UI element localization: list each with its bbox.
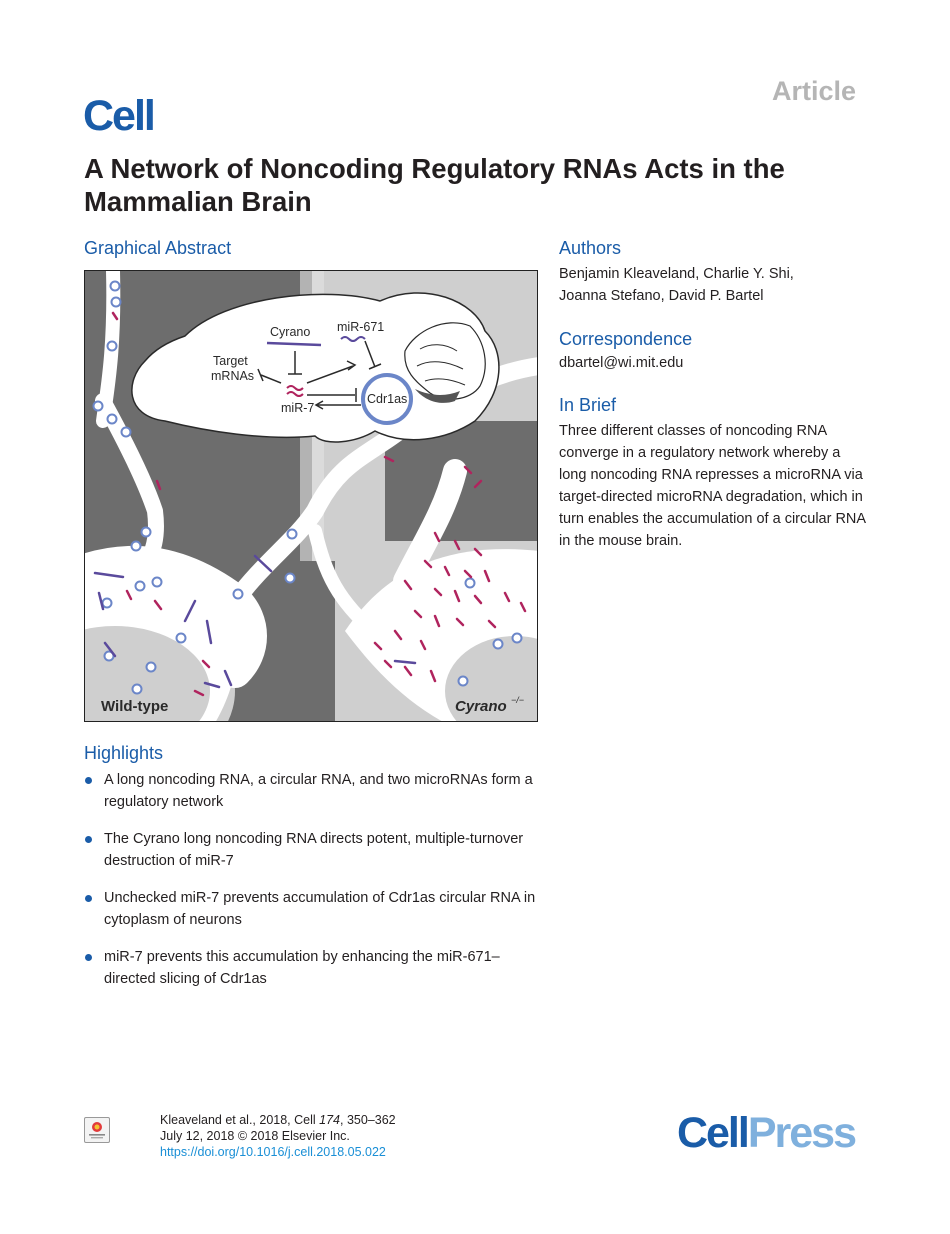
correspondence-heading: Correspondence bbox=[559, 329, 693, 349]
date-copyright-line: July 12, 2018 © 2018 Elsevier Inc. bbox=[160, 1129, 350, 1143]
highlights-heading: Highlights bbox=[84, 743, 164, 763]
citation-line: Kleaveland et al., 2018, Cell 174, 350–3… bbox=[160, 1113, 396, 1127]
target-label: Target bbox=[213, 354, 248, 368]
in-brief-heading: In Brief bbox=[559, 395, 617, 415]
cyrano-molecules bbox=[93, 554, 417, 689]
mir671-label: miR-671 bbox=[337, 320, 384, 334]
mir7-label: miR-7 bbox=[281, 401, 314, 415]
highlight-item: The Cyrano long noncoding RNA directs po… bbox=[84, 828, 544, 872]
knockout-label: Cyrano bbox=[455, 698, 507, 715]
brainstem-shade bbox=[415, 389, 460, 403]
gap-dark bbox=[265, 561, 335, 721]
highlight-item: A long noncoding RNA, a circular RNA, an… bbox=[84, 769, 544, 813]
highlight-item: miR-7 prevents this accumulation by enha… bbox=[84, 946, 544, 990]
bullet-icon bbox=[85, 777, 92, 784]
authors-line-2: Joanna Stefano, David P. Bartel bbox=[559, 288, 764, 304]
network-arrows bbox=[257, 340, 382, 410]
mir7-icon bbox=[286, 385, 304, 397]
cdr1as-molecules bbox=[92, 280, 523, 695]
bullet-icon bbox=[85, 954, 92, 961]
bullet-icon bbox=[85, 895, 92, 902]
highlight-item: Unchecked miR-7 prevents accumulation of… bbox=[84, 887, 544, 931]
doi-link[interactable]: https://doi.org/10.1016/j.cell.2018.05.0… bbox=[160, 1145, 386, 1159]
bullet-icon bbox=[85, 836, 92, 843]
nucleus-right-inner bbox=[445, 636, 537, 721]
graphical-abstract-svg: Cyrano miR-671 Target mRNAs miR-7 Cdr1as… bbox=[85, 271, 537, 721]
article-type-label: Article bbox=[771, 76, 856, 106]
cellpress-logo: CellPress bbox=[676, 1109, 857, 1157]
paper-title: A Network of Noncoding Regulatory RNAs A… bbox=[84, 153, 785, 217]
graphical-abstract-heading: Graphical Abstract bbox=[84, 238, 232, 258]
graphical-abstract-figure: Cyrano miR-671 Target mRNAs miR-7 Cdr1as… bbox=[84, 270, 538, 722]
nucleus-left-inner bbox=[85, 626, 210, 721]
journal-logo: Cell bbox=[83, 92, 156, 140]
cyrano-rna-icon bbox=[266, 341, 322, 347]
correspondence-email[interactable]: dbartel@wi.mit.edu bbox=[559, 355, 684, 371]
authors-line-1: Benjamin Kleaveland, Charlie Y. Shi, bbox=[559, 266, 794, 282]
highlights-list: A long noncoding RNA, a circular RNA, an… bbox=[84, 769, 544, 1005]
check-updates-icon bbox=[89, 1122, 105, 1139]
citation-block: Kleaveland et al., 2018, Cell 174, 350–3… bbox=[160, 1112, 396, 1160]
cerebellum-folds bbox=[416, 344, 466, 386]
in-brief-text: Three different classes of noncoding RNA… bbox=[559, 423, 866, 549]
mir671-icon bbox=[340, 336, 366, 342]
knockout-superscript: −/− bbox=[511, 695, 524, 705]
cdr1as-label: Cdr1as bbox=[367, 392, 407, 406]
mir7-molecules bbox=[111, 311, 527, 697]
wild-type-label: Wild-type bbox=[101, 698, 168, 715]
cerebellum-outline bbox=[404, 322, 486, 400]
authors-heading: Authors bbox=[559, 238, 622, 258]
cyrano-label: Cyrano bbox=[270, 325, 310, 339]
cdr1as-circle bbox=[361, 373, 413, 425]
mrnas-label: mRNAs bbox=[211, 369, 254, 383]
check-for-updates-badge[interactable] bbox=[84, 1117, 110, 1143]
